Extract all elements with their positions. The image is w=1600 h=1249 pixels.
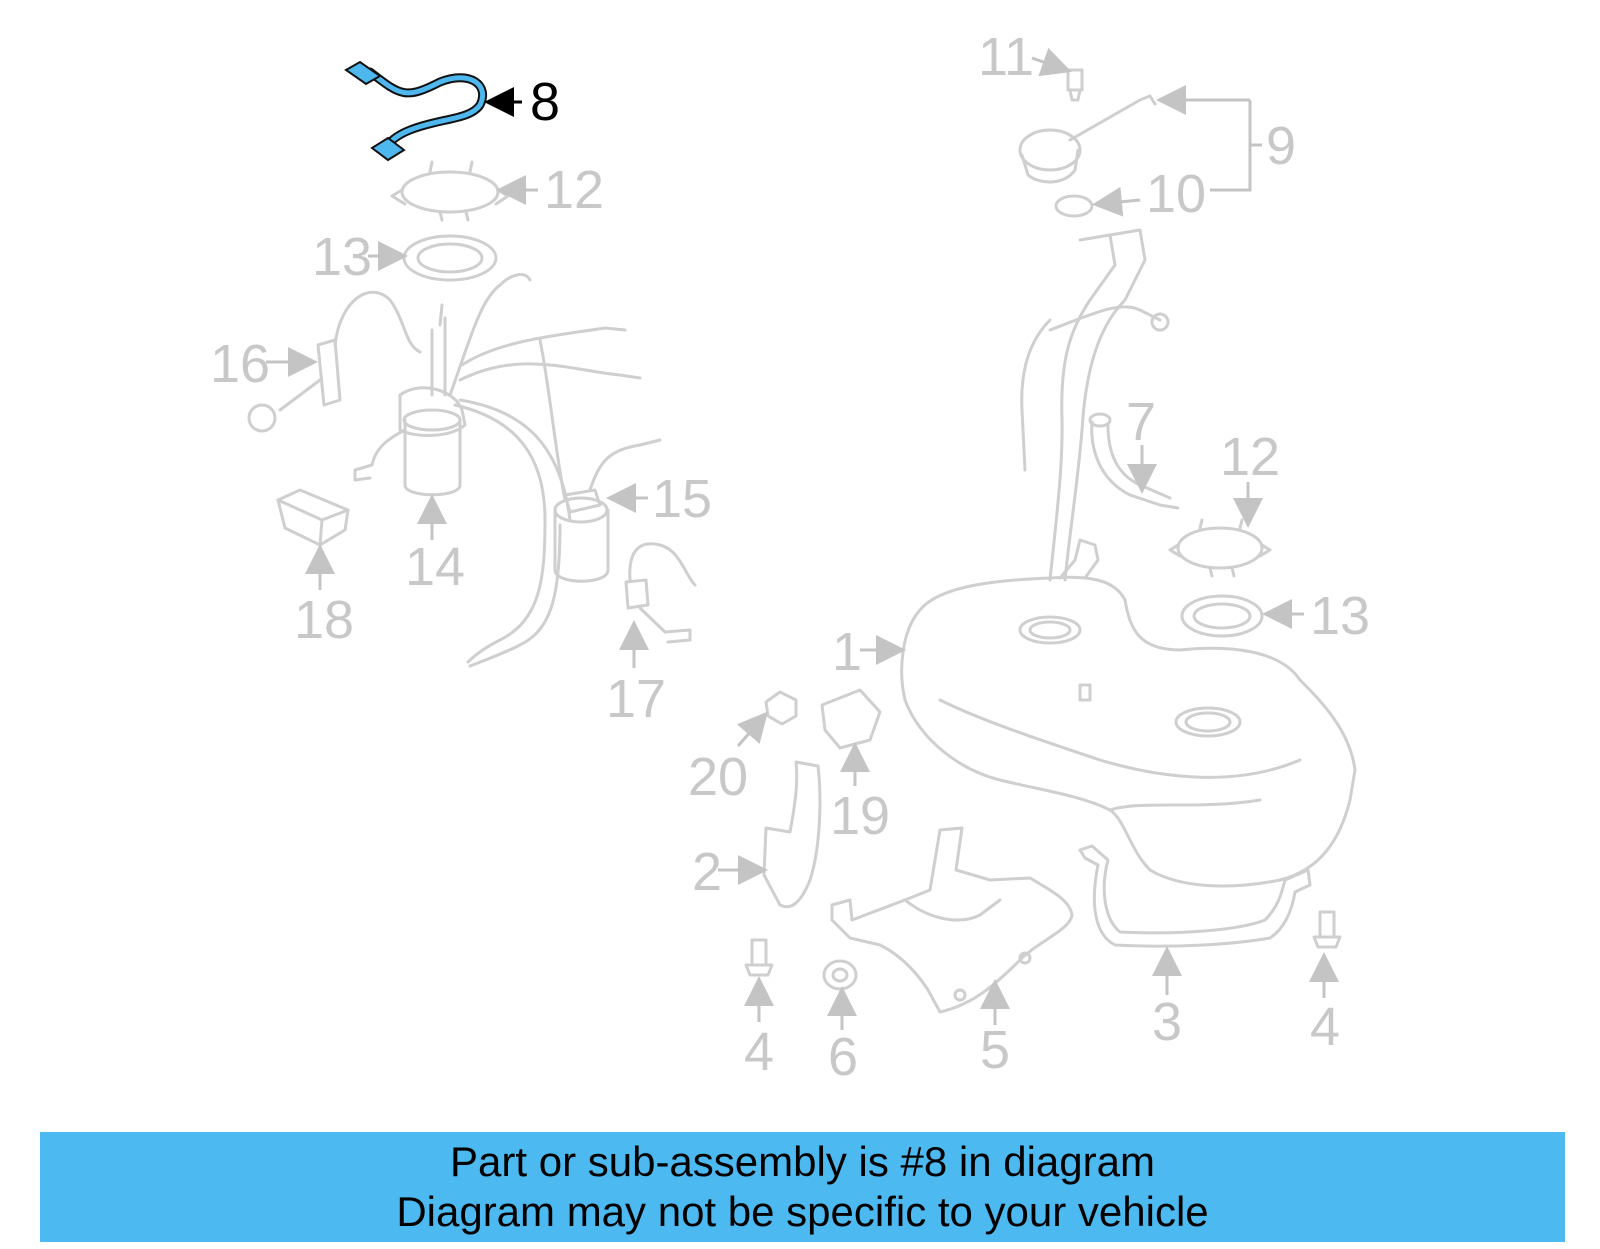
part-13-seal-right	[1180, 594, 1264, 638]
callout-3: 3	[1152, 992, 1182, 1052]
part-fuel-lines-harness	[448, 273, 662, 668]
callout-1: 1	[832, 622, 862, 682]
part-2-strap	[762, 760, 822, 909]
callout-18: 18	[294, 590, 354, 650]
part-19-bracket	[820, 688, 882, 750]
part-17-sensor	[624, 542, 697, 644]
callout-12b: 12	[1220, 427, 1280, 487]
callout-10: 10	[1146, 164, 1206, 224]
info-banner: Part or sub-assembly is #8 in diagram Di…	[40, 1132, 1565, 1242]
part-4-bolt-right	[1312, 910, 1342, 949]
part-1-fuel-tank	[900, 538, 1357, 888]
part-12-lock-ring-right	[1168, 518, 1272, 578]
callout-8: 8	[530, 72, 560, 132]
callout-11: 11	[978, 27, 1034, 87]
callout-7: 7	[1126, 392, 1156, 452]
part-filler-neck	[1020, 228, 1170, 582]
callout-9: 9	[1266, 116, 1296, 176]
callout-13a: 13	[312, 227, 372, 287]
callout-2: 2	[692, 842, 722, 902]
callout-10-leader	[1092, 186, 1141, 217]
part-9-fuel-cap	[1018, 94, 1157, 184]
part-13-seal-left	[402, 234, 498, 282]
part-15-fuel-filter	[553, 488, 610, 583]
part-8-wiring-harness[interactable]	[344, 60, 487, 162]
part-18-bracket	[276, 488, 350, 547]
callout-16: 16	[210, 334, 270, 394]
part-16-sender-unit	[247, 290, 422, 433]
callout-4a: 4	[744, 1022, 774, 1082]
callout-20-leader	[736, 711, 768, 747]
callout-17: 17	[606, 669, 666, 729]
part-11-clip	[1066, 68, 1084, 102]
callout-11-leader	[1031, 47, 1072, 77]
callout-12a: 12	[544, 160, 604, 220]
part-14-fuel-pump-module	[353, 303, 467, 497]
part-5-heat-shield	[830, 826, 1074, 1014]
callout-20: 20	[688, 747, 748, 807]
part-3-tank-strap	[1078, 844, 1312, 948]
part-6-nut	[822, 959, 858, 991]
part-4-bolt-left	[744, 938, 774, 977]
callout-19: 19	[830, 786, 890, 846]
part-10-o-ring	[1054, 194, 1094, 218]
callout-9-bracket	[1210, 100, 1252, 192]
part-12-lock-ring-left	[390, 160, 510, 222]
callout-14: 14	[405, 537, 465, 597]
banner-line-2: Diagram may not be specific to your vehi…	[396, 1188, 1209, 1235]
banner-line-1: Part or sub-assembly is #8 in diagram	[450, 1138, 1155, 1185]
callout-6: 6	[828, 1027, 858, 1087]
callout-15: 15	[652, 469, 712, 529]
callout-13b: 13	[1310, 586, 1370, 646]
part-20-nut	[764, 690, 798, 726]
callout-5: 5	[980, 1020, 1010, 1080]
callout-4b: 4	[1310, 997, 1340, 1057]
